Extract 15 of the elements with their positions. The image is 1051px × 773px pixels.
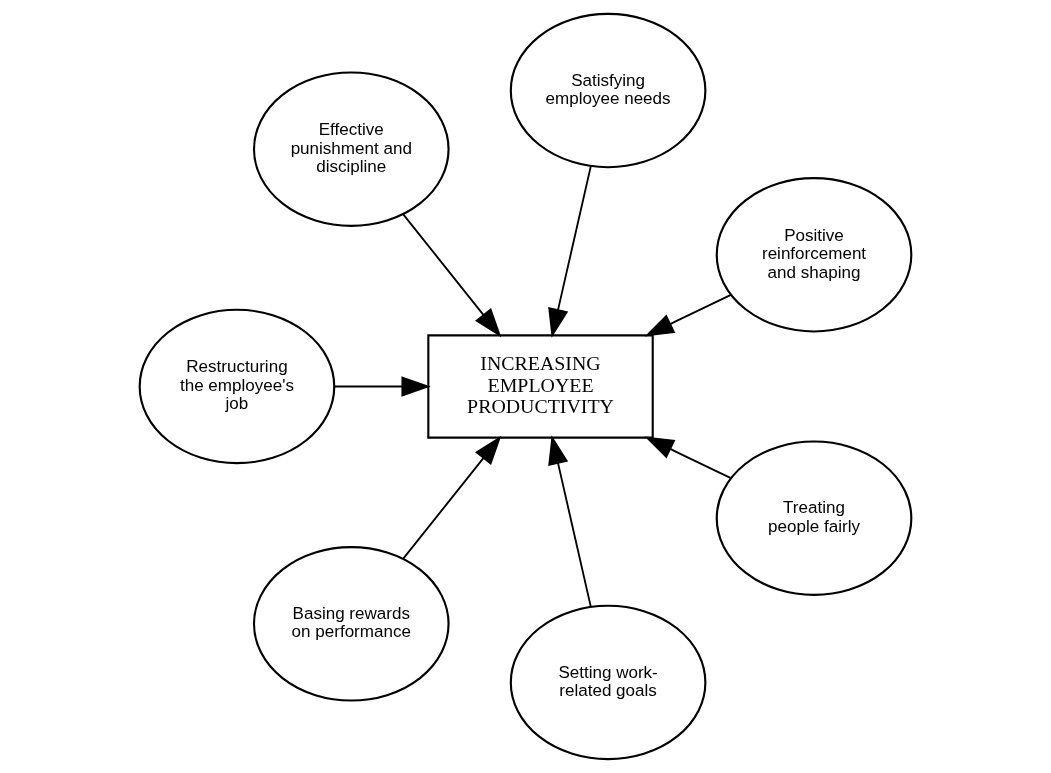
node-box: INCREASING EMPLOYEE PRODUCTIVITY <box>427 334 654 439</box>
arrow <box>333 376 431 397</box>
arrow <box>644 436 732 480</box>
arrow <box>548 435 592 608</box>
arrow <box>402 435 502 560</box>
arrow <box>644 293 732 337</box>
node-ellipse: Satisfying employee needs <box>509 12 707 169</box>
node-ellipse: Restructuring the employee's job <box>138 308 336 465</box>
node-ellipse: Setting work-related goals <box>509 604 707 761</box>
arrow <box>402 213 502 338</box>
node-ellipse: Effective punishment and discipline <box>252 71 450 227</box>
node-ellipse: Basing rewards on performance <box>252 546 450 702</box>
arrow <box>548 165 592 338</box>
node-ellipse: Positive reinforcement and shaping <box>715 177 913 333</box>
node-ellipse: Treating people fairly <box>715 440 913 596</box>
